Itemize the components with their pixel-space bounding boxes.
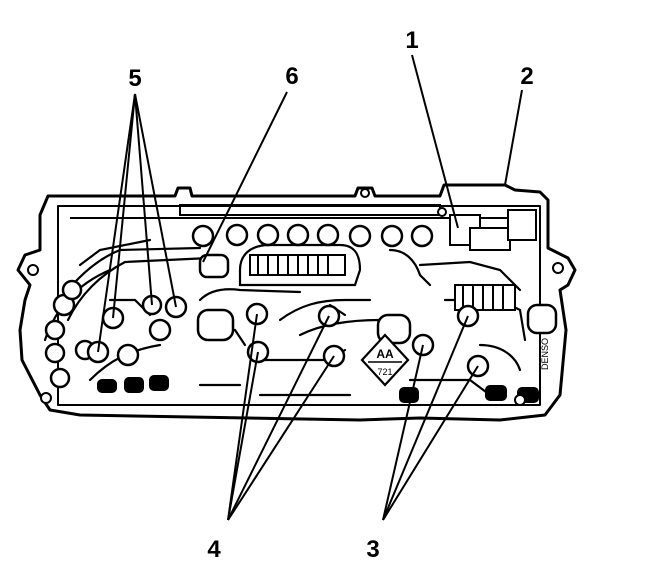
right-connector <box>449 209 537 311</box>
callout-1: 1 <box>405 27 418 54</box>
callout-6: 6 <box>285 63 298 90</box>
board-code-top: AA <box>376 347 394 361</box>
leader-lines <box>97 54 523 521</box>
item-4-sockets <box>245 302 346 368</box>
callout-3: 3 <box>366 536 379 563</box>
callout-2: 2 <box>520 63 533 90</box>
board-code-bottom: 721 <box>377 367 392 377</box>
item-3-sockets <box>411 304 490 378</box>
lower-bulbs <box>97 375 539 403</box>
board-vertical-text: DENSO <box>540 338 550 370</box>
mounting-holes <box>27 188 564 406</box>
left-column-sockets <box>44 279 96 389</box>
item-5-sockets <box>86 294 188 367</box>
center-connector <box>249 254 346 276</box>
board-marking-badge: AA 721 <box>360 333 410 387</box>
callout-5: 5 <box>128 65 141 92</box>
callout-4: 4 <box>207 536 221 563</box>
top-row-sockets <box>191 223 434 248</box>
